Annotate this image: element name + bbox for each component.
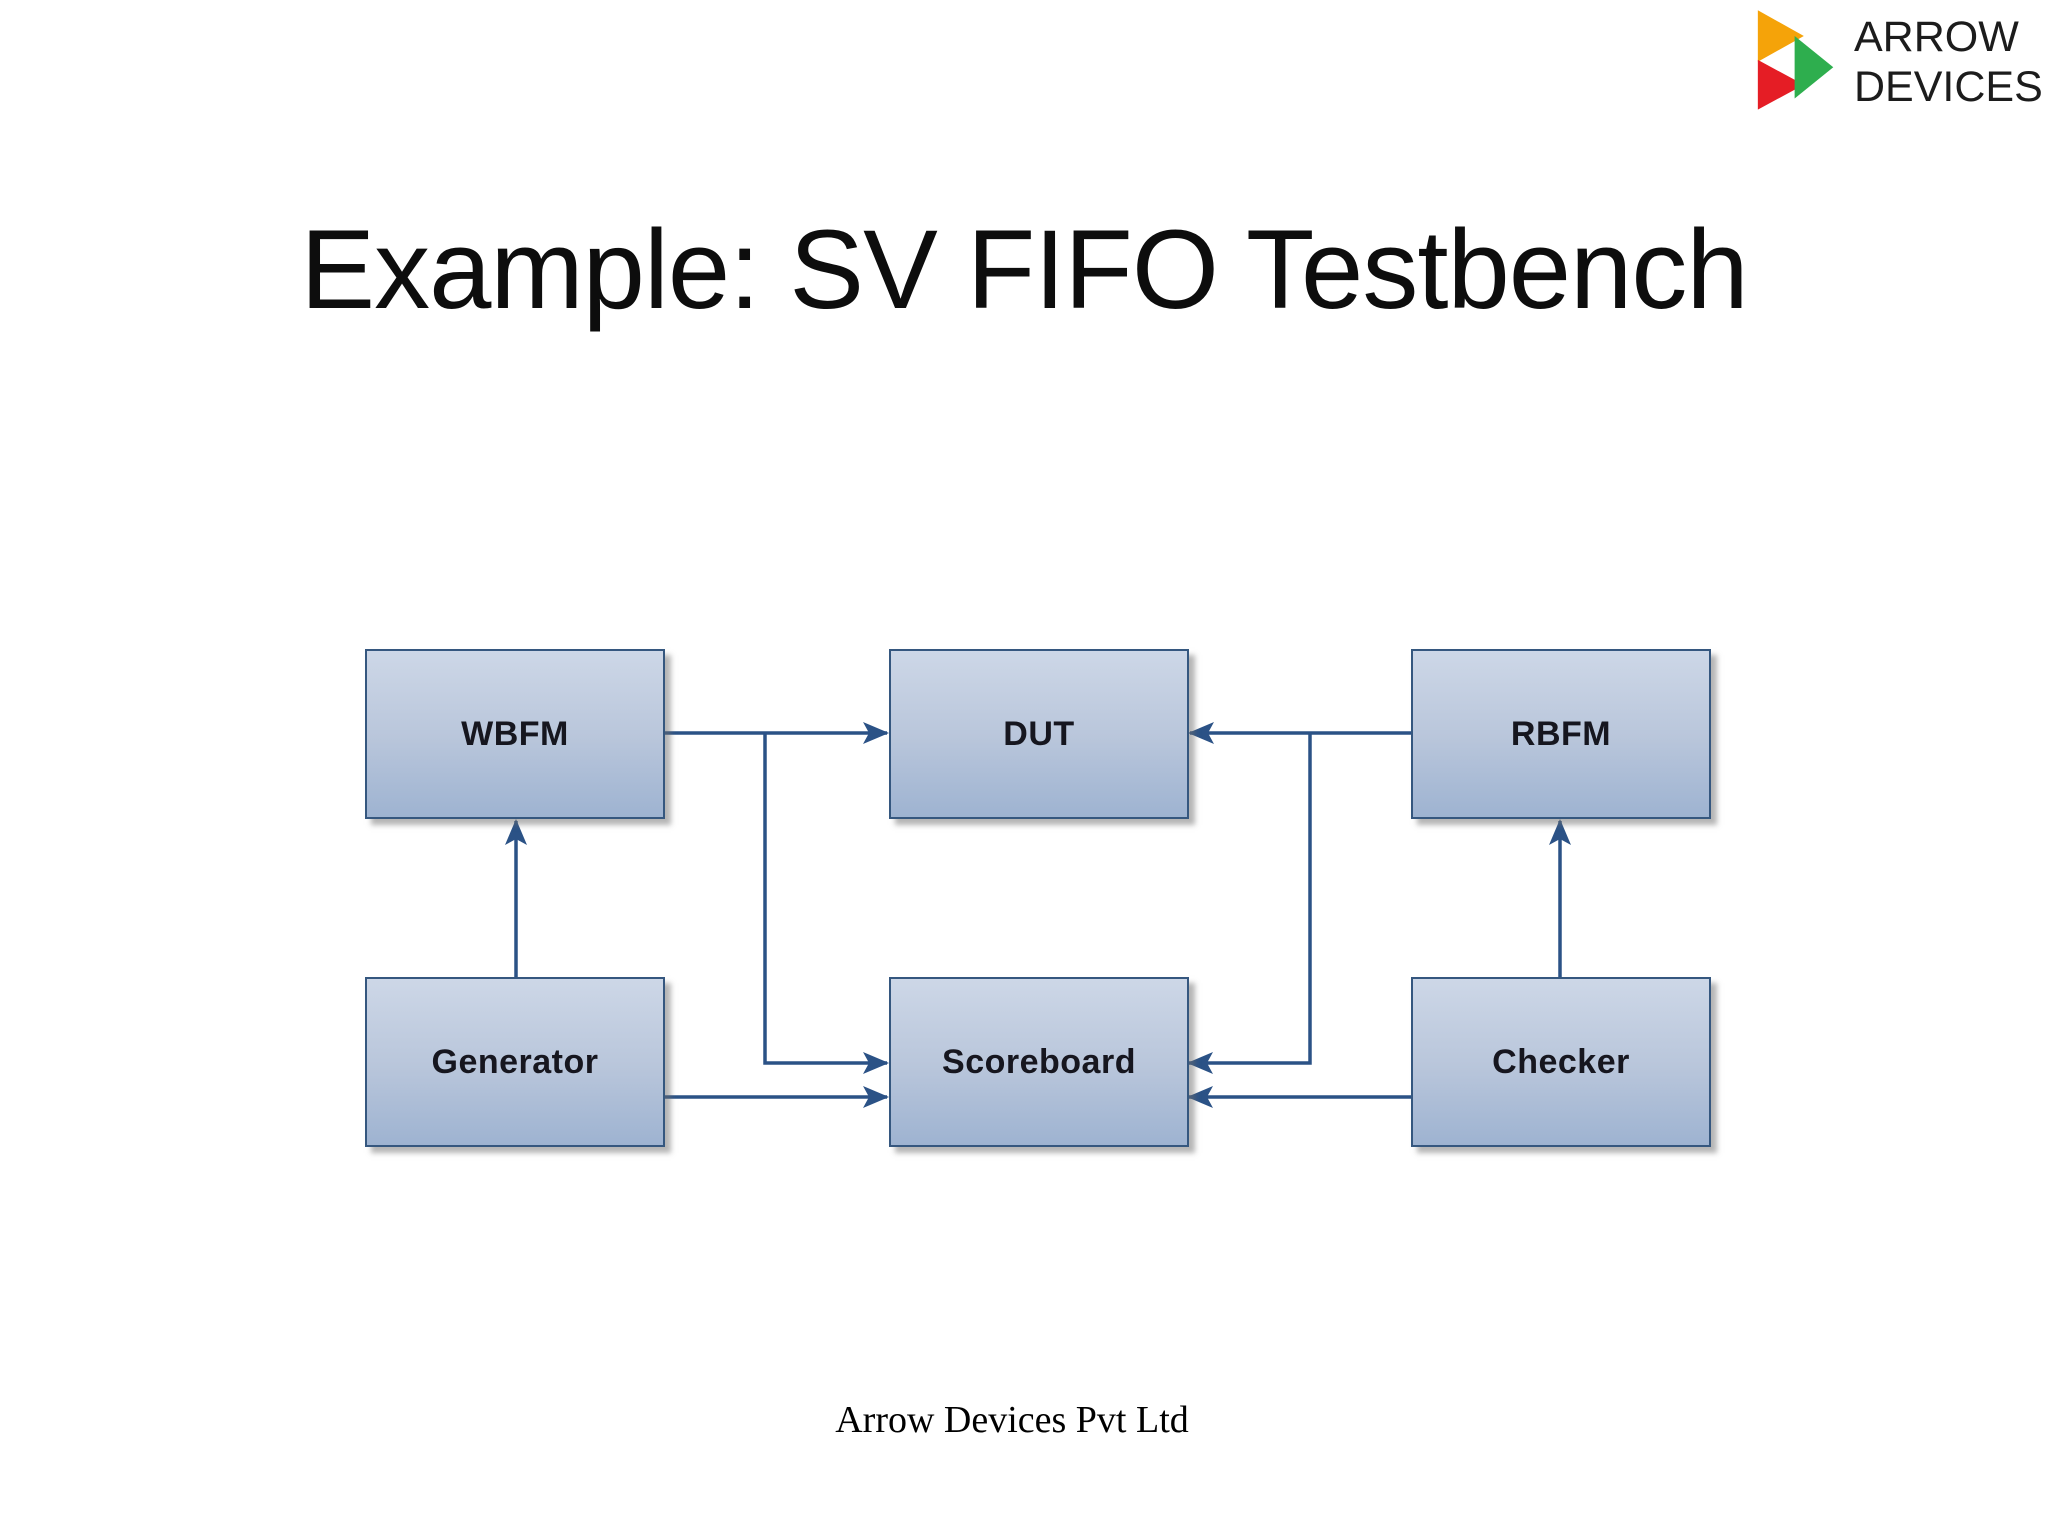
logo-text: ARROW DEVICES bbox=[1854, 12, 2043, 112]
triangles-logo-icon bbox=[1757, 10, 1834, 110]
box-dut: DUT bbox=[889, 649, 1189, 819]
box-label-scoreboard: Scoreboard bbox=[942, 1042, 1136, 1081]
connector-rbfm-to-scoreboard bbox=[1187, 733, 1312, 1074]
connector-wbfm-to-scoreboard bbox=[763, 733, 889, 1074]
arrow-devices-logo: ARROW DEVICES bbox=[1756, 6, 2043, 112]
box-label-checker: Checker bbox=[1492, 1042, 1630, 1081]
logo-text-line2: DEVICES bbox=[1854, 63, 2043, 111]
box-rbfm: RBFM bbox=[1411, 649, 1711, 819]
box-label-dut: DUT bbox=[1003, 714, 1075, 753]
logo-triangle-red bbox=[1757, 59, 1804, 110]
logo-triangle-orange bbox=[1757, 10, 1804, 62]
logo-triangle-green bbox=[1794, 36, 1834, 99]
box-label-generator: Generator bbox=[431, 1042, 599, 1081]
footer-text: Arrow Devices Pvt Ltd bbox=[835, 1399, 1189, 1441]
box-wbfm: WBFM bbox=[365, 649, 665, 819]
logo-text-line1: ARROW bbox=[1854, 13, 2019, 61]
box-scoreboard: Scoreboard bbox=[889, 977, 1189, 1147]
box-label-rbfm: RBFM bbox=[1510, 714, 1612, 753]
page-title: Example: SV FIFO Testbench bbox=[300, 207, 1748, 332]
box-generator: Generator bbox=[365, 977, 665, 1147]
box-label-wbfm: WBFM bbox=[461, 714, 569, 753]
box-checker: Checker bbox=[1411, 977, 1711, 1147]
